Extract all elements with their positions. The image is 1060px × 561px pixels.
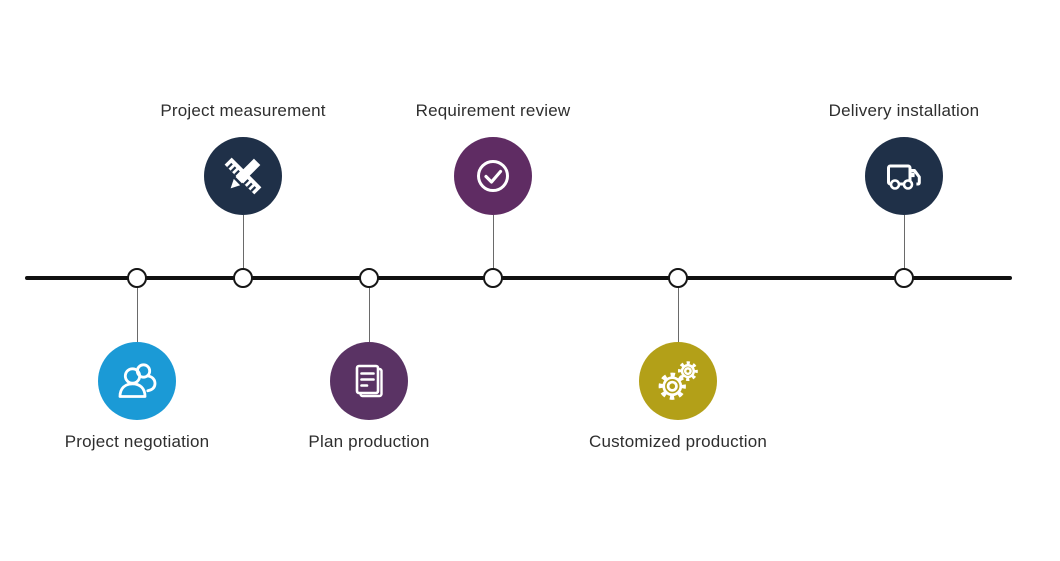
connector-line: [242, 215, 244, 278]
timeline-node: [483, 268, 503, 288]
step-icon-circle: [865, 137, 943, 215]
ruler-pencil-icon: [219, 152, 267, 200]
step-label: Project measurement: [160, 101, 326, 120]
step-icon-circle: [454, 137, 532, 215]
gears-icon: [653, 356, 703, 406]
step-icon-circle: [98, 342, 176, 420]
connector-line: [677, 278, 679, 342]
step-label: Delivery installation: [828, 101, 980, 120]
step-label: Project negotiation: [64, 432, 210, 451]
people-icon: [113, 357, 161, 405]
step-icon-circle: [639, 342, 717, 420]
step-label: Plan production: [308, 432, 430, 451]
step-icon-circle: [204, 137, 282, 215]
timeline-node: [127, 268, 147, 288]
connector-line: [368, 278, 370, 342]
connector-line: [492, 215, 494, 278]
step-label: Customized production: [588, 432, 768, 451]
timeline-node: [359, 268, 379, 288]
timeline-node: [668, 268, 688, 288]
documents-icon: [345, 357, 393, 405]
step-icon-circle: [330, 342, 408, 420]
connector-line: [903, 215, 905, 278]
timeline-node: [894, 268, 914, 288]
check-circle-icon: [469, 152, 517, 200]
step-label: Requirement review: [415, 101, 571, 120]
truck-icon: [880, 152, 928, 200]
connector-line: [136, 278, 138, 342]
timeline-node: [233, 268, 253, 288]
timeline-line: [25, 276, 1012, 280]
